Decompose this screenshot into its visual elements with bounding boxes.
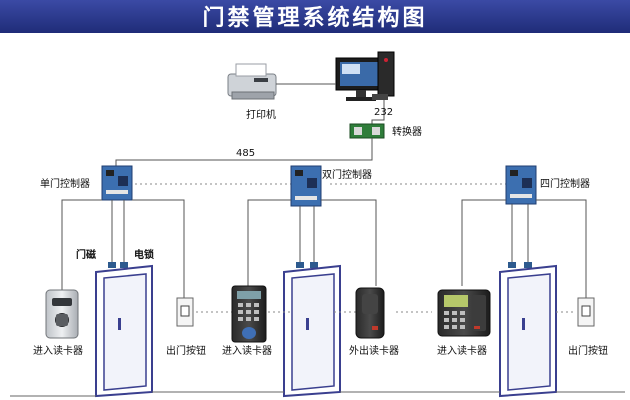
rs232-label: 232 (374, 107, 393, 118)
converter-icon (349, 123, 385, 139)
exit-button-icon (577, 297, 595, 327)
rs485-bus (115, 138, 373, 170)
controller-board-icon (290, 165, 322, 207)
door-icon (283, 264, 341, 398)
rs485-label: 485 (236, 148, 255, 159)
wire-reader-in-2 (247, 199, 291, 286)
wire-reader-out (321, 199, 377, 286)
wire-reader-in-1 (61, 199, 102, 290)
title-bar: 门禁管理系统结构图 (0, 0, 630, 33)
reader-out-label: 外出读卡器 (349, 344, 399, 357)
exit-button-1-label: 出门按钮 (166, 344, 206, 357)
card-reader-icon (45, 289, 79, 339)
exit-button-2-label: 出门按钮 (568, 344, 608, 357)
fingerprint-reader-icon (231, 285, 267, 343)
electric-lock-label: 电锁 (134, 248, 154, 261)
ctrl-double-label: 双门控制器 (322, 168, 372, 181)
keypad-reader-icon (437, 289, 491, 337)
ctrl-four-label: 四门控制器 (540, 177, 590, 190)
controller-board-icon (505, 165, 537, 205)
converter-label: 转换器 (392, 125, 422, 138)
door-icon (95, 264, 153, 398)
door-icon (499, 264, 557, 398)
controller-board-icon (101, 165, 133, 201)
printer-label: 打印机 (246, 108, 276, 121)
reader-in-3-label: 进入读卡器 (437, 344, 487, 357)
wire-reader-in-3 (461, 199, 506, 286)
page-title: 门禁管理系统结构图 (202, 5, 427, 31)
door-magnet-block (108, 262, 532, 268)
reader-in-1-label: 进入读卡器 (33, 344, 83, 357)
reader-in-2-label: 进入读卡器 (222, 344, 272, 357)
ctrl-single-label: 单门控制器 (40, 177, 90, 190)
printer-icon (227, 63, 277, 100)
computer-icon (335, 51, 395, 101)
wire-exit-button-1 (132, 199, 185, 298)
exit-button-icon (176, 297, 194, 327)
card-reader-icon (355, 287, 385, 339)
door-magnet-label: 门磁 (76, 248, 96, 261)
wire-exit-button-2 (536, 199, 587, 298)
title-bar-bg (0, 0, 630, 33)
